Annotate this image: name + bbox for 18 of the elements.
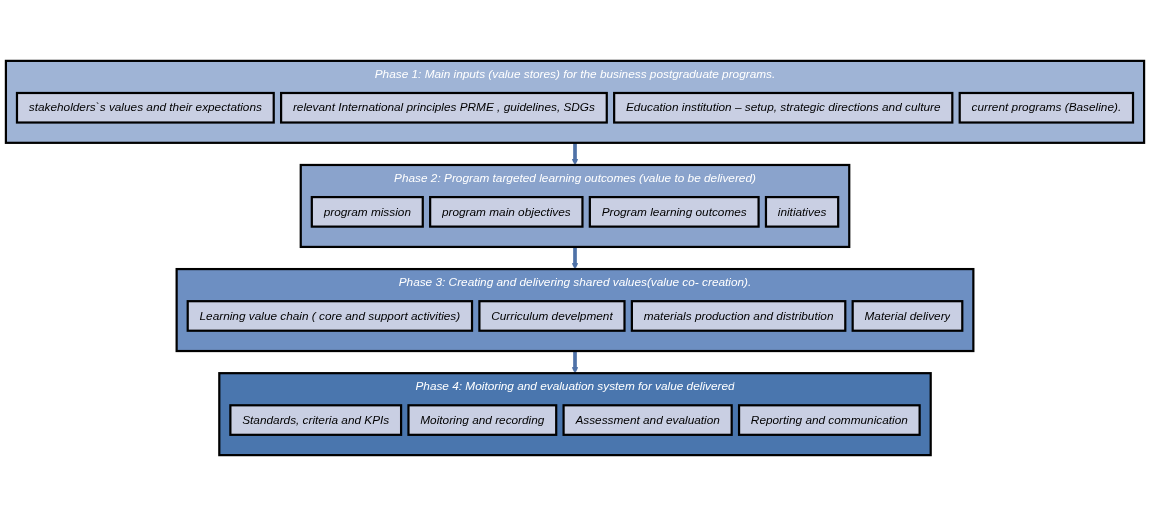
node-box: Assessment and evaluation xyxy=(562,404,733,436)
node-box: relevant International principles PRME , guidelines, SDGs xyxy=(280,91,608,124)
node-box: stakeholders`s values and their expectations xyxy=(15,91,275,124)
node-box: Learning value chain ( core and support activities) xyxy=(186,300,474,332)
arrow xyxy=(571,246,579,270)
node-box: Curriculum develpment xyxy=(478,300,626,332)
node-box: initiatives xyxy=(764,196,840,228)
node-box: materials production and distribution xyxy=(630,300,847,332)
node-box: program main objectives xyxy=(429,196,584,228)
node-box: Education institution – setup, strategic directions and culture xyxy=(613,91,954,124)
node-box: Material delivery xyxy=(851,300,964,332)
arrow xyxy=(571,351,579,374)
node-box: Moitoring and recording xyxy=(407,404,558,436)
node-box: Program learning outcomes xyxy=(588,196,760,228)
node-box: current programs (Baseline). xyxy=(958,91,1135,124)
node-box: Reporting and communication xyxy=(737,404,921,436)
node-box: Standards, criteria and KPIs xyxy=(229,404,403,436)
node-box: program mission xyxy=(310,196,424,228)
